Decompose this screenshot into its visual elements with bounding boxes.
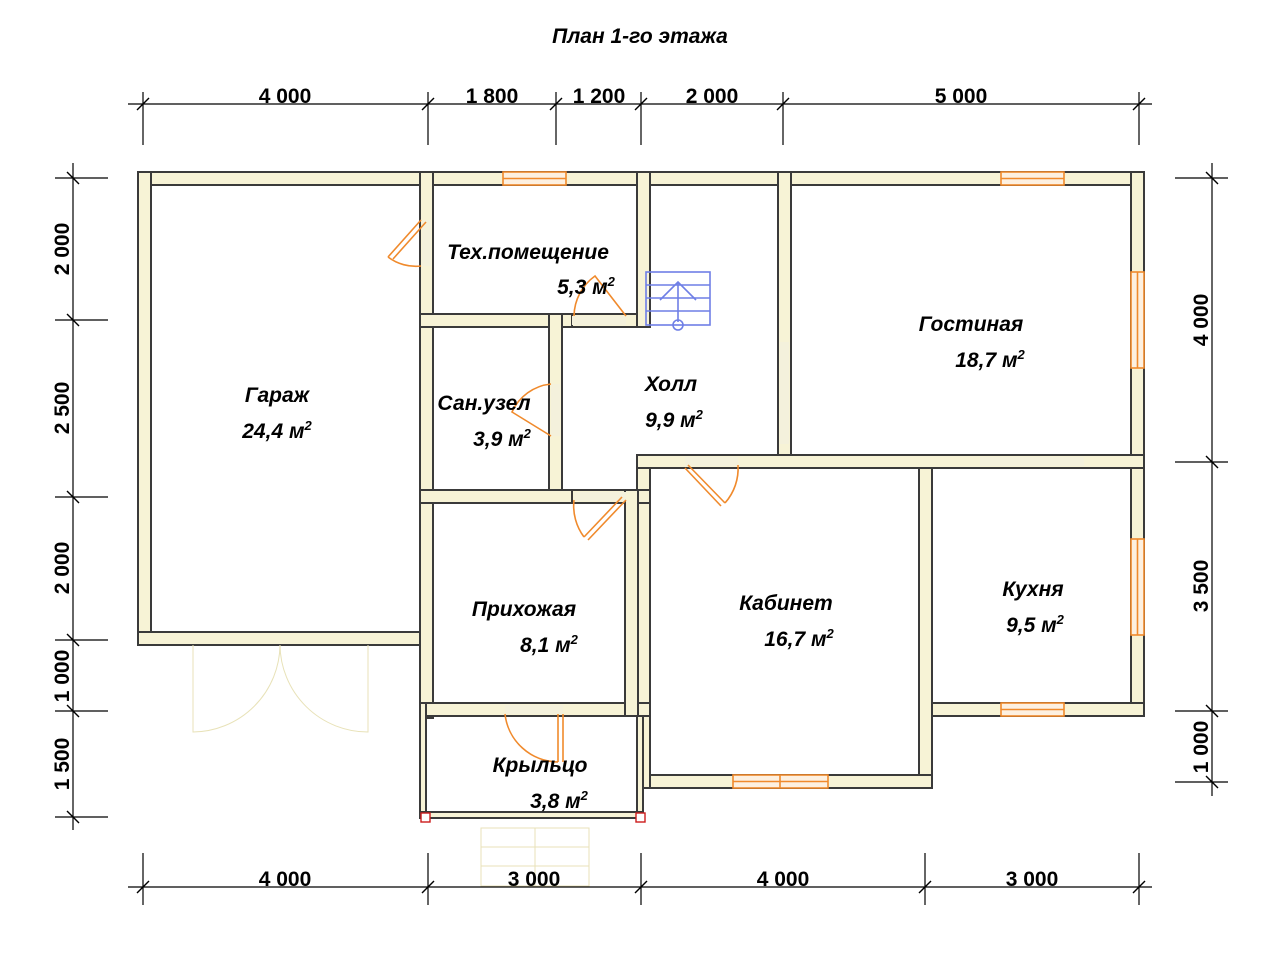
room-area: 8,1 м2 bbox=[520, 632, 579, 657]
room-area: 5,3 м2 bbox=[557, 274, 616, 299]
room-area: 9,9 м2 bbox=[645, 407, 704, 432]
dim-top-3: 1 200 bbox=[573, 85, 626, 108]
room-bathroom: Сан.узел 3,9 м2 bbox=[437, 392, 531, 451]
wall-left-outer bbox=[137, 171, 152, 646]
opening-hallway-door bbox=[574, 492, 626, 501]
porch-posts bbox=[420, 812, 646, 823]
doors bbox=[192, 219, 739, 763]
opening-bath-door bbox=[551, 384, 560, 436]
room-name: Тех.помещение bbox=[447, 241, 609, 264]
room-hall: Холл 9,9 м2 bbox=[644, 373, 704, 432]
room-name: Сан.узел bbox=[437, 392, 530, 415]
room-name: Гостиная bbox=[919, 313, 1024, 336]
plan-title: План 1-го этажа bbox=[552, 25, 728, 48]
dimension-labels-top: 4 000 1 800 1 200 2 000 5 000 bbox=[259, 85, 988, 108]
dim-top-5: 5 000 bbox=[935, 85, 988, 108]
opening-front-door bbox=[505, 705, 563, 714]
wall-hallway-right bbox=[624, 489, 639, 717]
porch-left-rail bbox=[419, 702, 427, 819]
dim-bottom-3: 4 000 bbox=[757, 868, 810, 891]
dim-left-4: 1 000 bbox=[51, 650, 74, 703]
room-name: Кабинет bbox=[739, 592, 832, 615]
porch-steps bbox=[480, 827, 590, 887]
porch-right-rail bbox=[636, 715, 644, 819]
opening-tech-door bbox=[422, 220, 431, 266]
wall-tech-right bbox=[636, 171, 651, 328]
dimension-labels-left: 2 000 2 500 2 000 1 000 1 500 bbox=[51, 223, 74, 791]
windows bbox=[502, 171, 1145, 789]
stairs-icon bbox=[645, 271, 711, 331]
dim-left-5: 1 500 bbox=[51, 738, 74, 791]
room-name: Гараж bbox=[245, 384, 311, 407]
opening-tech-hall bbox=[572, 316, 626, 325]
room-porch: Крыльцо 3,8 м2 bbox=[493, 754, 589, 813]
openings bbox=[422, 220, 1084, 714]
opening-kitchen bbox=[980, 457, 1084, 466]
room-name: Кухня bbox=[1002, 578, 1063, 601]
dim-bottom-4: 3 000 bbox=[1006, 868, 1059, 891]
dim-left-1: 2 000 bbox=[51, 223, 74, 276]
opening-living bbox=[780, 342, 789, 444]
dim-top-2: 1 800 bbox=[466, 85, 519, 108]
room-name: Прихожая bbox=[472, 598, 576, 621]
room-area: 3,8 м2 bbox=[530, 788, 589, 813]
opening-office-door bbox=[685, 457, 738, 466]
dim-bottom-1: 4 000 bbox=[259, 868, 312, 891]
room-area: 3,9 м2 bbox=[473, 426, 532, 451]
dim-left-3: 2 000 bbox=[51, 542, 74, 595]
room-hallway: Прихожая 8,1 м2 bbox=[472, 598, 579, 657]
room-living: Гостиная 18,7 м2 bbox=[919, 313, 1026, 372]
room-garage: Гараж 24,4 м2 bbox=[241, 384, 312, 443]
room-kitchen: Кухня 9,5 м2 bbox=[1002, 578, 1064, 637]
room-area: 18,7 м2 bbox=[955, 347, 1025, 372]
room-area: 9,5 м2 bbox=[1006, 612, 1065, 637]
dim-left-2: 2 500 bbox=[51, 382, 74, 435]
dim-right-1: 4 000 bbox=[1190, 294, 1213, 347]
dim-top-1: 4 000 bbox=[259, 85, 312, 108]
room-office: Кабинет 16,7 м2 bbox=[739, 592, 834, 651]
dim-bottom-2: 3 000 bbox=[508, 868, 561, 891]
dimension-labels-bottom: 4 000 3 000 4 000 3 000 bbox=[259, 868, 1059, 891]
dim-top-4: 2 000 bbox=[686, 85, 739, 108]
wall-garage-bottom bbox=[137, 631, 433, 646]
room-tech: Тех.помещение 5,3 м2 bbox=[447, 241, 616, 299]
room-name: Холл bbox=[644, 373, 697, 396]
dim-right-3: 1 000 bbox=[1190, 721, 1213, 774]
walls bbox=[137, 171, 1145, 819]
wall-bath-bottom bbox=[419, 489, 573, 504]
dimension-lines bbox=[55, 92, 1228, 905]
dim-right-2: 3 500 bbox=[1190, 560, 1213, 613]
wall-office-right bbox=[918, 457, 933, 789]
dimension-labels-right: 4 000 3 500 1 000 bbox=[1190, 294, 1213, 774]
room-name: Крыльцо bbox=[493, 754, 588, 777]
room-area: 16,7 м2 bbox=[764, 626, 834, 651]
room-area: 24,4 м2 bbox=[241, 418, 312, 443]
